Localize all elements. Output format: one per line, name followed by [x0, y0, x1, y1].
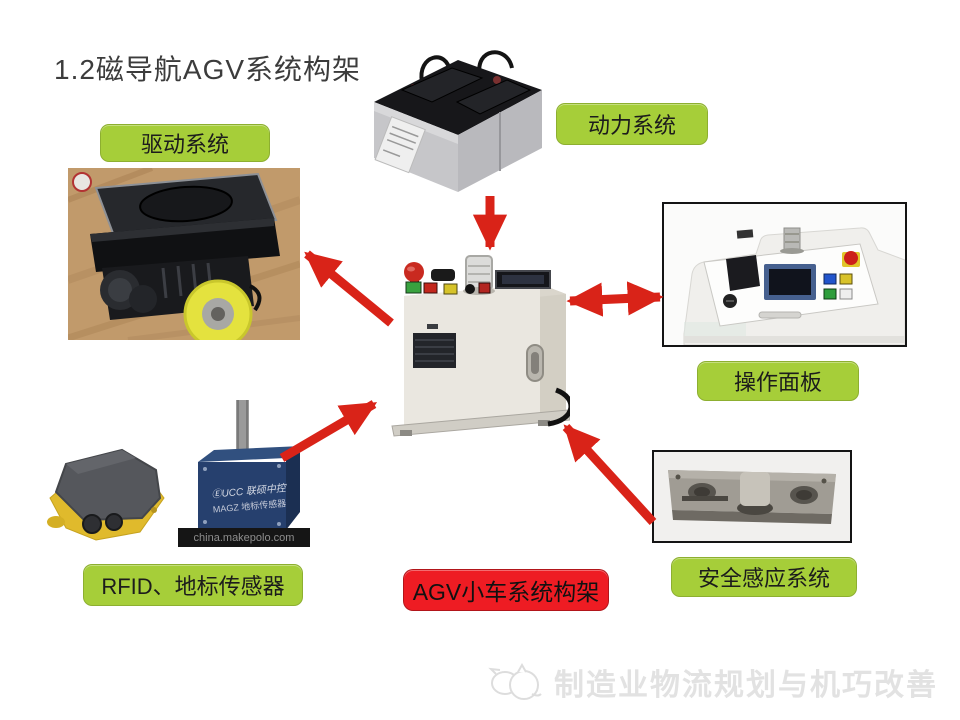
panel-white-button: [839, 288, 853, 300]
red-button: [423, 282, 438, 294]
label-drive-system: 驱动系统: [100, 124, 270, 162]
label-rfid-landmark-sensor: RFID、地标传感器: [83, 564, 303, 606]
yellow-button: [443, 283, 458, 295]
battery-label-sticker: [374, 116, 426, 174]
green-button: [405, 281, 422, 294]
panel-beacon-light: [783, 227, 801, 251]
panel-yellow-button: [839, 273, 853, 285]
key-switch-module: [431, 269, 455, 281]
footer-logo-icon: [488, 662, 542, 700]
battery-photo: [362, 40, 550, 195]
label-safety-system: 安全感应系统: [671, 557, 857, 597]
label-operation-panel: 操作面板: [697, 361, 859, 401]
sensor-cable: [236, 400, 249, 456]
controller-photo: [390, 242, 570, 437]
label-agv-system-architecture: AGV小车系统构架: [403, 569, 609, 611]
emergency-stop-button: [404, 262, 424, 282]
landmark-sensor-photo: ⒺUCC 联硕中控 MAGZ 地标传感器 china.makepolo.com: [178, 400, 310, 547]
rfid-sensor-photo: [36, 436, 178, 558]
vent-grille: [413, 333, 456, 368]
panel-blue-button: [823, 273, 837, 285]
arrow-safety-to-controller: [562, 423, 657, 526]
footer-watermark: 制造业物流规划与机巧改善: [488, 660, 938, 704]
footer-watermark-text: 制造业物流规划与机巧改善: [554, 669, 938, 702]
drive-unit-photo: [68, 168, 300, 340]
operation-panel-photo: [662, 202, 907, 347]
page-title: 1.2磁导航AGV系统构架: [54, 54, 362, 85]
panel-estop-button: [844, 251, 858, 265]
panel-green-button: [823, 288, 837, 300]
label-power-system: 动力系统: [556, 103, 708, 145]
arrow-controller-panel-bidirectional: [566, 281, 664, 317]
sensor-body: [198, 462, 286, 530]
safety-sensor-photo: [652, 450, 852, 543]
arrow-controller-to-drive: [304, 250, 394, 327]
photo-watermark-text: china.makepolo.com: [194, 532, 295, 544]
panel-black-display: [726, 255, 760, 291]
toggle-switch: [478, 282, 491, 294]
safety-sensor-cylinder: [740, 472, 770, 506]
photo-logo-badge: [72, 172, 92, 192]
